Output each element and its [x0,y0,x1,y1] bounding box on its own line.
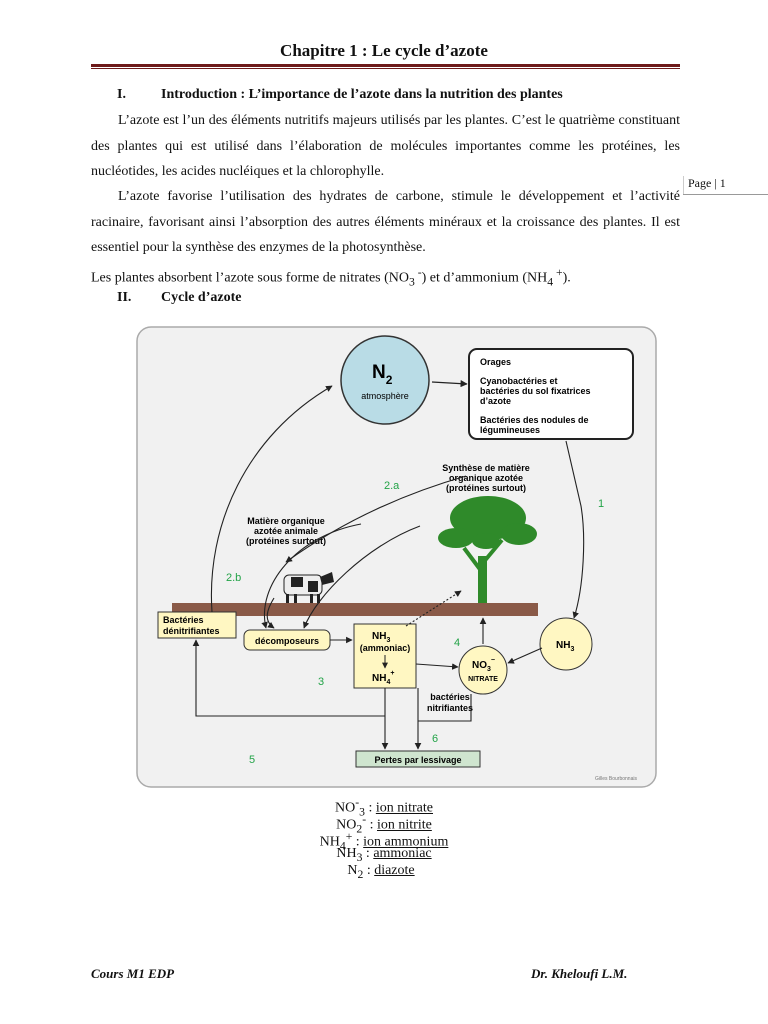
svg-text:1: 1 [598,498,604,510]
svg-text:6: 6 [432,733,438,745]
svg-text:2.a: 2.a [384,480,400,492]
synthesis-label: Synthèse de matière organique azotée (pr… [442,463,530,493]
svg-text:(protéines surtout): (protéines surtout) [446,483,526,493]
svg-text:légumineuses: légumineuses [480,425,540,435]
title-rule [91,64,680,67]
section-label: Introduction : L’importance de l’azote d… [161,87,563,103]
leaching-label: Pertes par lessivage [374,755,461,765]
svg-text:d’azote: d’azote [480,396,511,406]
paragraph-1: L’azote est l’un des éléments nutritifs … [91,108,680,185]
denitrifying-label-2: dénitrifiantes [163,626,220,636]
svg-text:Cyanobactéries et: Cyanobactéries et [480,376,558,386]
section-label: Cycle d’azote [161,290,241,306]
nitrogen-cycle-diagram: N2 atmosphère Orages Cyanobactéries et b… [136,326,657,788]
svg-text:5: 5 [249,754,255,766]
svg-text:Orages: Orages [480,357,511,367]
page-title: Chapitre 1 : Le cycle d’azote [0,41,768,61]
nitrifying-label-2: nitrifiantes [427,703,473,713]
svg-text:3: 3 [318,676,324,688]
svg-text:4: 4 [454,637,460,649]
atmosphere-label: atmosphère [361,391,409,401]
page-number-divider [683,176,684,194]
section-number: I. [117,87,126,103]
svg-text:Bactéries des nodules de: Bactéries des nodules de [480,415,589,425]
svg-text:Matière organique: Matière organique [247,516,325,526]
legend-line-n2: N2 : diazote [0,863,765,883]
svg-text:azotée animale: azotée animale [254,526,318,536]
decomposers-label: décomposeurs [255,636,319,646]
footer-author: Dr. Kheloufi L.M. [531,966,627,982]
page-number: Page | 1 [688,176,726,191]
signature: Gilles Bourbonnais [595,776,637,782]
nitrifying-label-1: bactéries [430,692,470,702]
footer-course: Cours M1 EDP [91,966,174,982]
nitrate-label: NITRATE [468,676,498,683]
denitrifying-label-1: Bactéries [163,615,204,625]
section-number: II. [117,290,131,306]
svg-text:Synthèse de matière: Synthèse de matière [442,463,530,473]
title-rule-thin [91,68,680,69]
paragraph-2: L’azote favorise l’utilisation des hydra… [91,184,680,261]
svg-text:bactéries du sol fixatrices: bactéries du sol fixatrices [480,386,591,396]
page-number-rule [683,194,768,195]
svg-text:2.b: 2.b [226,572,241,584]
ammoniac-label: (ammoniac) [360,643,411,653]
